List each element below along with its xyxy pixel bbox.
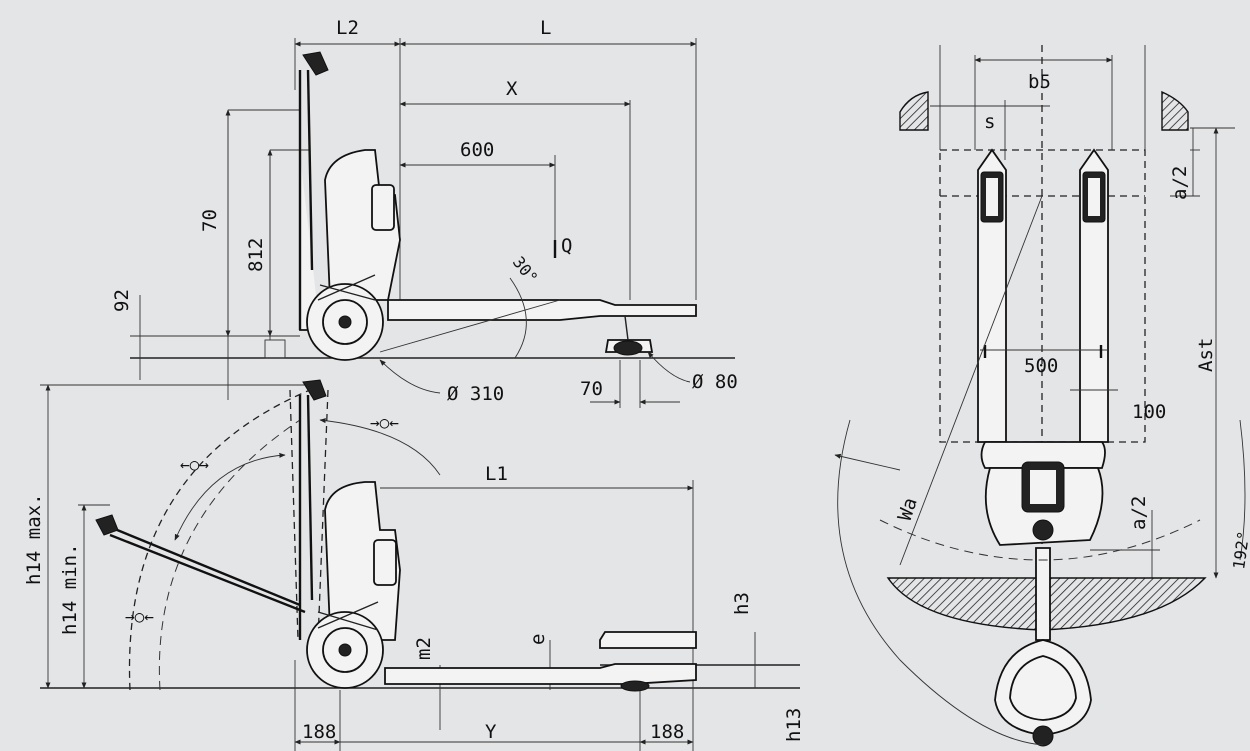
label-188-right: 188 — [650, 721, 684, 743]
label-s: s — [984, 111, 995, 133]
label-600: 600 — [460, 139, 494, 161]
label-e: e — [527, 634, 549, 645]
label-30-degrees: 30° — [509, 253, 542, 287]
label-92: 92 — [111, 289, 133, 312]
label-L1: L1 — [485, 463, 508, 485]
label-L2: L2 — [336, 17, 359, 39]
arrow-symbol: ←○→ — [180, 455, 209, 474]
top-view: b5 s a/2 500 100 Ast Wa a/2 192° — [834, 45, 1250, 747]
label-100: 100 — [1132, 401, 1166, 423]
label-Q: Q — [561, 235, 572, 257]
label-70-horizontal: 70 — [580, 378, 603, 400]
side-view-lowered: L2 L X 600 Q 70 812 92 30° Ø 310 70 Ø 80 — [111, 17, 738, 408]
label-b5: b5 — [1028, 71, 1051, 93]
label-Ast: Ast — [1195, 338, 1217, 372]
label-X: X — [506, 78, 518, 100]
label-h14-min: h14 min. — [59, 543, 81, 635]
label-Y: Y — [485, 721, 497, 743]
label-70-vertical: 70 — [199, 209, 221, 232]
label-h13: h13 — [783, 708, 805, 742]
label-L: L — [540, 17, 551, 39]
arrow-symbol: →○← — [125, 607, 154, 626]
label-diameter-80: Ø 80 — [692, 371, 738, 393]
side-view-raised: L1 h14 max. h14 min. h3 m2 e 188 Y 188 h… — [23, 379, 805, 751]
label-a-half-bottom: a/2 — [1128, 496, 1150, 530]
label-diameter-310: Ø 310 — [447, 383, 504, 405]
arrow-symbol: →○← — [370, 413, 399, 432]
label-188-left: 188 — [302, 721, 336, 743]
label-h3: h3 — [731, 592, 753, 615]
label-a-half-top: a/2 — [1169, 166, 1191, 200]
label-812: 812 — [245, 238, 267, 272]
label-192-degrees: 192° — [1229, 530, 1250, 571]
label-m2: m2 — [413, 637, 435, 660]
label-h14-max: h14 max. — [23, 493, 45, 585]
label-500: 500 — [1024, 355, 1058, 377]
